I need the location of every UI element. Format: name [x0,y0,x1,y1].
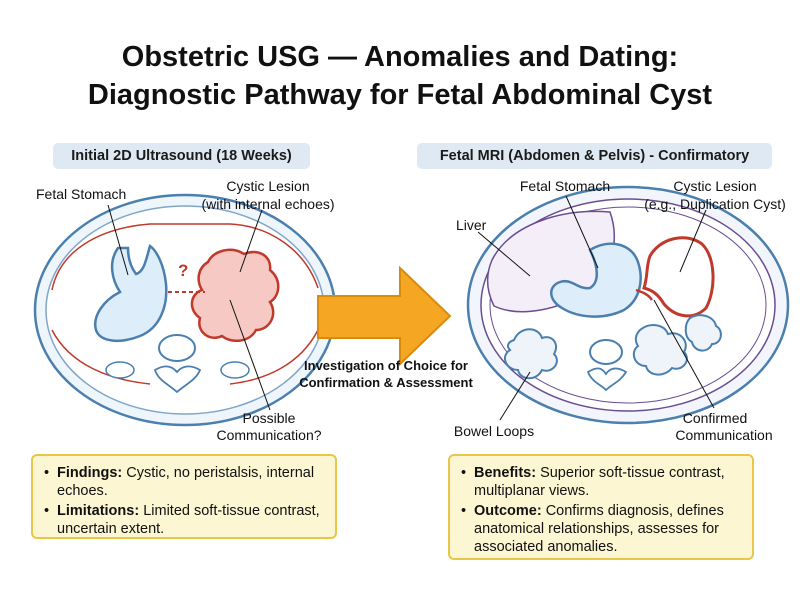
mri-cystic-lesion [642,236,715,318]
us-lesion-leader [239,209,263,273]
us-question-mark: ? [178,261,189,280]
mri-communication-leader [653,299,715,409]
mri-bowel-label: Bowel Loops [453,423,535,439]
arrow-caption-line-1: Investigation of Choice for [304,358,468,373]
mri-liver-label: Liver [456,217,487,233]
us-lesion-label-line-2: (with internal echoes) [201,196,335,212]
mri-summary-box: Benefits: Superior soft-tissue contrast,… [448,454,754,560]
mri-communication-label-line-1: Confirmed [682,410,748,426]
mri-stomach-label: Fetal Stomach [519,178,611,194]
us-vertebral-arch [153,365,202,394]
us-lesion-label-line-1: Cystic Lesion [226,178,310,194]
mri-benefits-item: Benefits: Superior soft-tissue contrast,… [460,464,744,500]
mri-bowel-loops [503,314,722,380]
ultrasound-summary-box: Findings: Cystic, no peristalsis, intern… [31,454,337,539]
mri-peritoneal-ring [489,206,767,404]
us-kidney-right [220,361,250,379]
mri-lesion-label-line-2: (e.g., Duplication Cyst) [644,196,786,212]
mri-outcome-item: Outcome: Confirms diagnosis, defines ana… [460,502,744,556]
mri-liver-leader [477,231,531,277]
mri-bowel-leader [499,371,531,421]
us-findings-item: Findings: Cystic, no peristalsis, intern… [43,464,327,500]
us-kidney-left [105,361,135,379]
us-vertebral-body [158,334,196,362]
diagram-title: Obstetric USG — Anomalies and Dating: Di… [0,38,800,114]
us-peritoneal-line [51,223,319,385]
title-line-2: Diagnostic Pathway for Fetal Abdominal C… [87,79,713,111]
mri-cross-section [466,185,790,425]
mri-stomach-leader [565,195,599,269]
us-stomach-leader [107,204,129,276]
mri-lesion-leader [679,209,707,273]
us-communication-label-line-1: Possible [242,410,296,426]
ultrasound-panel-header: Initial 2D Ultrasound (18 Weeks) [53,143,310,169]
us-limitations-item: Limitations: Limited soft-tissue contras… [43,502,327,538]
title-line-1: Obstetric USG — Anomalies and Dating: [121,41,679,73]
mri-vertebral-arch [586,367,628,392]
us-stomach-label: Fetal Stomach [36,186,127,202]
mri-communication-label-line-2: Communication [675,427,773,443]
mri-vertebral-body [589,339,623,365]
mri-panel-header: Fetal MRI (Abdomen & Pelvis) - Confirmat… [417,143,772,169]
pathway-arrow [317,265,452,367]
us-fetal-stomach [93,244,168,343]
mri-fetal-stomach [550,242,642,318]
ultrasound-cross-section [33,193,337,427]
mri-lesion-label-line-1: Cystic Lesion [673,178,757,194]
mri-communication-connection [635,288,654,301]
us-communication-leader [229,299,271,411]
us-communication-label-line-2: Communication? [216,427,322,443]
us-cystic-lesion [190,248,280,343]
arrow-caption-line-2: Confirmation & Assessment [299,375,473,390]
